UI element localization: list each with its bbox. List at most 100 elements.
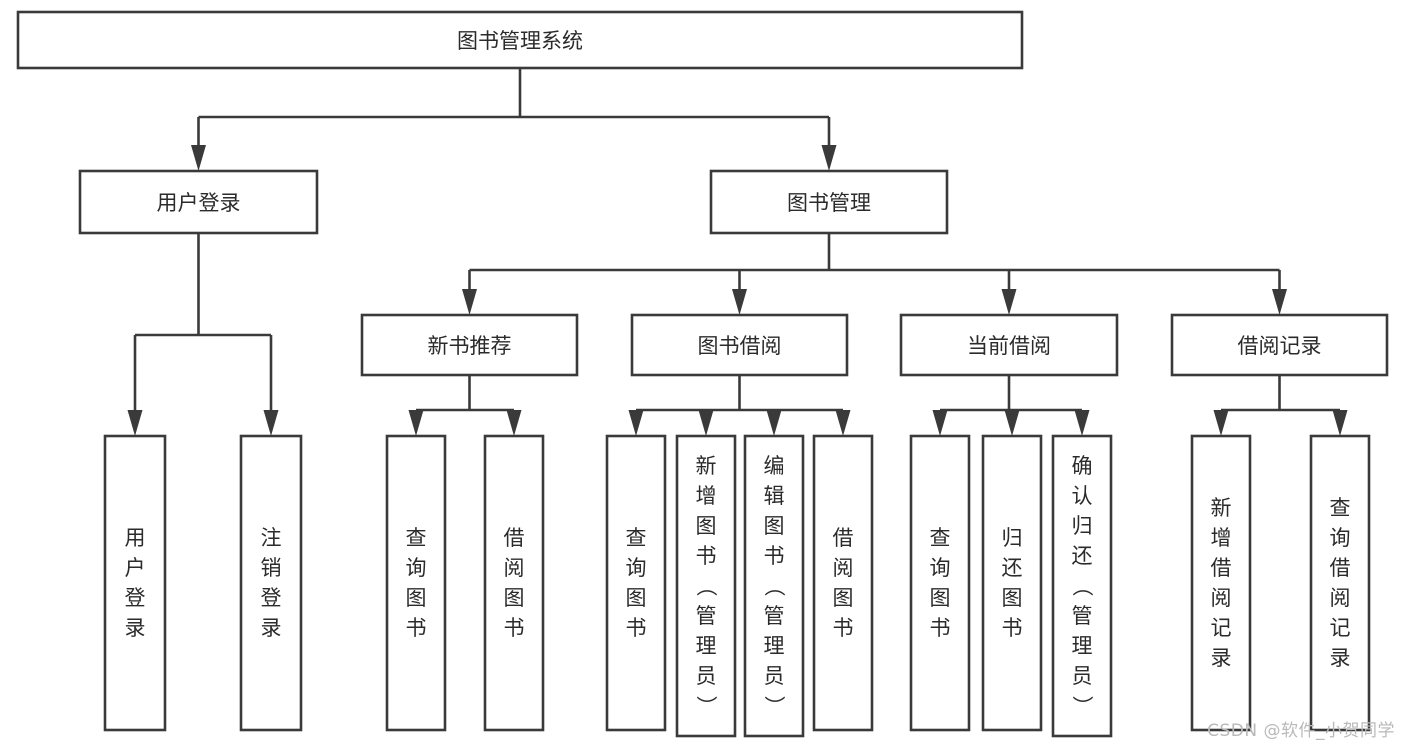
node-root-system[interactable]: 图书管理系统 xyxy=(16,10,1024,70)
node-label-char: （ xyxy=(762,576,786,597)
node-label-char: （ xyxy=(1070,576,1094,597)
node-label-char: 阅 xyxy=(833,556,854,580)
node-box[interactable] xyxy=(630,313,849,377)
node-E5BD93E5898DE5809FE99885[interactable]: 当前借阅 xyxy=(899,313,1119,377)
node-box[interactable] xyxy=(709,169,949,235)
node-label-char: 借 xyxy=(1330,556,1351,580)
node-label-char: 确 xyxy=(1072,454,1093,478)
node-label-char: 销 xyxy=(261,556,282,580)
node-box[interactable] xyxy=(360,313,579,377)
node-label-char: 管 xyxy=(764,604,785,628)
node-box[interactable] xyxy=(239,434,303,732)
node-label-char: 书 xyxy=(626,616,647,640)
node-box[interactable] xyxy=(981,434,1043,732)
node-label-char: 图 xyxy=(764,514,785,538)
node-label-char: 员 xyxy=(696,664,717,688)
node-box[interactable] xyxy=(103,434,167,732)
node-box[interactable] xyxy=(1190,434,1252,732)
arrow-head-icon xyxy=(408,410,424,436)
arrow-head-icon xyxy=(1074,410,1090,436)
arrow-head-icon xyxy=(1332,410,1348,436)
node-box[interactable] xyxy=(675,434,737,738)
node-box[interactable] xyxy=(743,434,805,738)
node-label: 当前借阅 xyxy=(967,334,1051,358)
node-box[interactable] xyxy=(483,434,545,732)
leaf-node-E794A8E688B7E799BBE5BD95[interactable]: 用户登录 xyxy=(103,434,167,732)
node-label-char: 员 xyxy=(764,664,785,688)
arrow-head-icon xyxy=(1272,289,1287,315)
node-label: 图书借阅 xyxy=(698,334,782,358)
node-E5809FE99885E8AEB0E5BD95[interactable]: 借阅记录 xyxy=(1170,313,1389,377)
node-box[interactable] xyxy=(909,434,971,732)
node-label-char: 归 xyxy=(1072,514,1093,538)
node-label-char: 阅 xyxy=(1330,586,1351,610)
node-label-char: 理 xyxy=(696,634,717,658)
node-box[interactable] xyxy=(1309,434,1371,732)
node-label-char: 注 xyxy=(261,526,282,550)
node-label-char: 归 xyxy=(1002,526,1023,550)
arrow-head-icon xyxy=(628,410,644,436)
node-label-char: 管 xyxy=(1072,604,1093,628)
node-label-char: 图 xyxy=(406,586,427,610)
arrow-head-icon xyxy=(1001,289,1017,315)
node-label-char: 书 xyxy=(504,616,525,640)
node-box[interactable] xyxy=(1051,434,1113,738)
node-label-char: 阅 xyxy=(1211,586,1232,610)
node-box[interactable] xyxy=(16,10,1024,70)
node-label-char: 记 xyxy=(1330,616,1351,640)
node-box[interactable] xyxy=(812,434,874,732)
node-label-char: 书 xyxy=(696,544,717,568)
node-label-char: 辑 xyxy=(764,484,785,508)
node-box[interactable] xyxy=(1170,313,1389,377)
node-label-char: 查 xyxy=(406,526,427,550)
node-E59BBEE4B9A6E7AEA1E79086[interactable]: 图书管理 xyxy=(709,169,949,235)
node-label-char: 查 xyxy=(1330,496,1351,520)
node-label-char: 还 xyxy=(1002,556,1023,580)
node-box[interactable] xyxy=(78,169,319,235)
node-label-char: 还 xyxy=(1072,544,1093,568)
node-label-char: ） xyxy=(762,696,786,717)
node-label-char: 录 xyxy=(1330,646,1351,670)
node-label-char: 图 xyxy=(1002,586,1023,610)
node-label-char: 书 xyxy=(1002,616,1023,640)
arrow-head-icon xyxy=(932,410,948,436)
node-label-char: 书 xyxy=(406,616,427,640)
node-E696B0E4B9A6E68EA8E88D90[interactable]: 新书推荐 xyxy=(360,313,579,377)
node-label-char: 查 xyxy=(626,526,647,550)
node-label-char: 询 xyxy=(930,556,951,580)
node-label-char: 认 xyxy=(1072,484,1093,508)
node-label-char: ） xyxy=(1070,696,1094,717)
node-E59BBEE4B9A6E5809FE99885[interactable]: 图书借阅 xyxy=(630,313,849,377)
node-label: 图书管理 xyxy=(787,191,871,215)
node-box[interactable] xyxy=(385,434,447,732)
node-E794A8E688B7E799BBE5BD95[interactable]: 用户登录 xyxy=(78,169,319,235)
node-box[interactable] xyxy=(899,313,1119,377)
node-label-char: 借 xyxy=(833,526,854,550)
arrow-head-icon xyxy=(1004,410,1020,436)
node-label: 图书管理系统 xyxy=(457,29,583,53)
node-label-char: 图 xyxy=(930,586,951,610)
node-label-char: 图 xyxy=(626,586,647,610)
node-label-char: 录 xyxy=(261,616,282,640)
node-label-char: 理 xyxy=(1072,634,1093,658)
csdn-watermark: CSDN @软件_小贺同学 xyxy=(1207,721,1395,741)
node-label-char: 询 xyxy=(626,556,647,580)
arrow-head-icon xyxy=(821,145,837,171)
node-label-char: 户 xyxy=(125,556,146,580)
node-label-char: ） xyxy=(694,696,718,717)
arrow-head-icon xyxy=(263,410,279,436)
node-box[interactable] xyxy=(605,434,667,732)
